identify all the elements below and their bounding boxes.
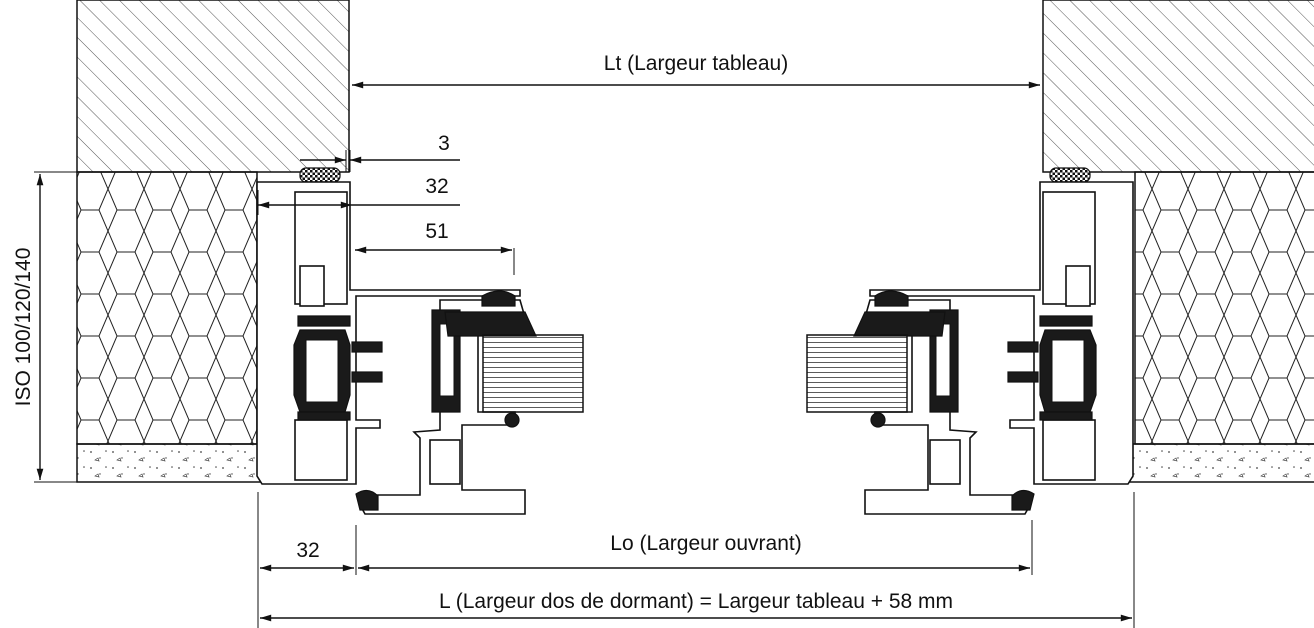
frame-profile-right <box>869 181 1134 485</box>
dim-lo: Lo (Largeur ouvrant) <box>358 520 1033 575</box>
dim-l-label: L (Largeur dos de dormant) = Largeur tab… <box>439 590 953 613</box>
seal-right <box>1049 167 1091 183</box>
dim-iso-label: ISO 100/120/140 <box>12 248 35 407</box>
dim-gap-label: 3 <box>438 132 450 155</box>
dim-frame-width-label: 32 <box>425 175 448 198</box>
masonry-left <box>76 0 350 483</box>
dim-lt: Lt (Largeur tableau) <box>352 52 1041 89</box>
sash-profile-right <box>806 290 1035 515</box>
dim-lt-label: Lt (Largeur tableau) <box>604 52 788 75</box>
sash-profile-left <box>355 290 584 515</box>
dim-iso: ISO 100/120/140 <box>12 171 77 483</box>
dim-bottom-frame: 32 <box>257 492 357 628</box>
frame-profile-left <box>256 181 521 485</box>
dim-overlap-label: 51 <box>425 220 448 243</box>
dim-frame-width: 32 <box>257 175 460 215</box>
dim-overlap: 51 <box>355 220 515 275</box>
dim-l: L (Largeur dos de dormant) = Largeur tab… <box>260 492 1135 628</box>
dim-gap: 3 <box>300 132 460 172</box>
dim-bottom-frame-label: 32 <box>296 539 319 562</box>
dim-lo-label: Lo (Largeur ouvrant) <box>610 532 801 555</box>
masonry-right <box>1042 0 1314 483</box>
seal-left <box>299 167 341 183</box>
